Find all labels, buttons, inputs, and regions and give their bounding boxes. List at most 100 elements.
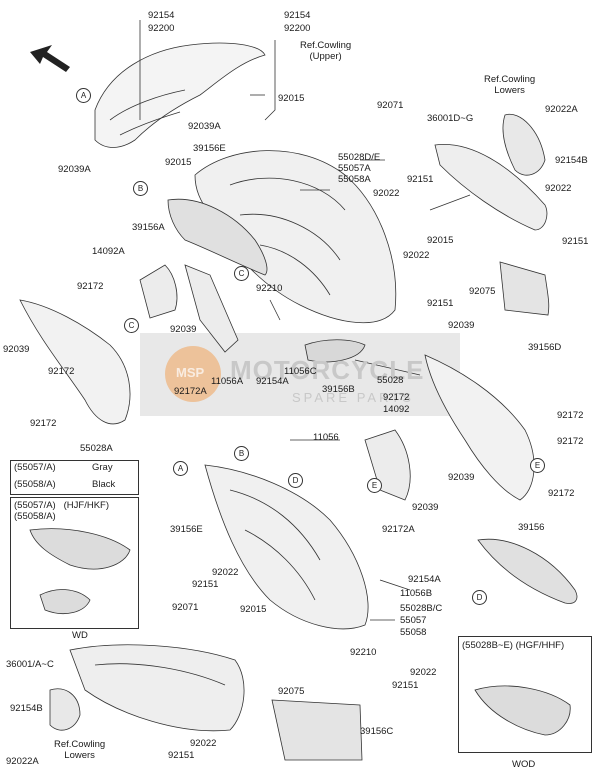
part-11056a: 11056A xyxy=(211,376,244,387)
part-39156e-a: 39156E xyxy=(193,143,226,154)
part-39156: 39156 xyxy=(518,522,545,533)
callout-b-top: B xyxy=(133,181,148,196)
callout-d-bot: D xyxy=(472,590,487,605)
callout-c-right: C xyxy=(234,266,249,281)
watermark-main: MOTORCYCLE xyxy=(230,355,425,385)
color-legend-box xyxy=(10,460,139,495)
part-14092a: 14092A xyxy=(92,246,125,257)
sheet-39156a-shape xyxy=(167,198,268,276)
part-55028bc: 55028B/C xyxy=(400,603,443,614)
variant-box xyxy=(10,497,139,629)
part-92154b-bot: 92154B xyxy=(10,703,43,714)
part-92154-top-a: 92154 xyxy=(148,10,175,21)
part-92172-a: 92172 xyxy=(77,281,104,292)
part-92022-b: 92022 xyxy=(545,183,572,194)
part-92151-e: 92151 xyxy=(392,680,419,691)
part-92022-e: 92022 xyxy=(410,667,437,678)
sheet-39156-shape xyxy=(477,538,578,604)
part-92154-top-b: 92154 xyxy=(284,10,311,21)
legend-row1-code: (55057/A) xyxy=(14,462,56,473)
part-11056b: 11056B xyxy=(400,588,433,599)
callout-c-left: C xyxy=(124,318,139,333)
lower-fairing-shape xyxy=(204,464,369,630)
part-55028: 55028 xyxy=(377,375,404,386)
lower-cowling-ref-bot-shape xyxy=(49,688,81,731)
callout-a-top: A xyxy=(76,88,91,103)
part-92200-top-a: 92200 xyxy=(148,23,175,34)
part-92200-top-b: 92200 xyxy=(284,23,311,34)
part-55058: 55058 xyxy=(400,627,427,638)
part-92075-a: 92075 xyxy=(469,286,496,297)
part-92151-f: 92151 xyxy=(168,750,195,761)
part-92039-d: 92039 xyxy=(448,472,475,483)
part-92172-c: 92172 xyxy=(383,392,410,403)
part-92039-e: 92039 xyxy=(412,502,439,513)
part-92172-b: 92172 xyxy=(48,366,75,377)
part-39156d: 39156D xyxy=(528,342,562,353)
watermark-logo: MSP xyxy=(176,365,205,380)
part-55058a: 55058A xyxy=(338,174,371,185)
callout-e-mid: E xyxy=(367,478,382,493)
variant-title: (55057/A) (HJF/HKF) (55058/A) xyxy=(14,500,110,522)
part-92071-a: 92071 xyxy=(377,100,404,111)
part-39156b: 39156B xyxy=(322,384,355,395)
variant-wd-shape xyxy=(29,528,131,570)
inset-box xyxy=(458,636,592,753)
part-92210-b: 92210 xyxy=(350,647,377,658)
part-39156c: 39156C xyxy=(360,726,394,737)
part-36001ac: 36001/A~C xyxy=(6,659,54,670)
side-cover-55028a-shape xyxy=(19,299,131,425)
part-11056c: 11056C xyxy=(284,366,317,377)
part-92172-d: 92172 xyxy=(557,410,584,421)
upper-cowling-shape xyxy=(94,42,266,148)
part-92154b-top: 92154B xyxy=(555,155,588,166)
variant-caption: WD xyxy=(72,630,88,641)
part-92015-d: 92015 xyxy=(240,604,267,615)
part-92151-c: 92151 xyxy=(427,298,454,309)
part-92154a-a: 92154A xyxy=(256,376,289,387)
part-92015-a: 92015 xyxy=(278,93,305,104)
part-55028a: 55028A xyxy=(80,443,113,454)
bracket-11056a-shape xyxy=(184,264,239,353)
part-92154a-b: 92154A xyxy=(408,574,441,585)
lower-panel-right-shape xyxy=(434,143,548,231)
part-92151-b: 92151 xyxy=(562,236,589,247)
lower-panel-left-shape xyxy=(69,644,245,732)
part-92075-b: 92075 xyxy=(278,686,305,697)
part-55057a: 55057A xyxy=(338,163,371,174)
part-92172a-b: 92172A xyxy=(382,524,415,535)
part-92039a-a: 92039A xyxy=(188,121,221,132)
watermark-logo-icon xyxy=(165,346,221,402)
part-39156a: 39156A xyxy=(132,222,165,233)
sheet-39156c-shape xyxy=(271,699,363,761)
part-92022a-bot: 92022A xyxy=(6,756,39,767)
sheet-39156b-shape xyxy=(304,339,366,363)
bracket-14092-shape xyxy=(364,429,411,501)
part-92022-d: 92022 xyxy=(212,567,239,578)
watermark-sub: SPARE PARTS xyxy=(292,390,414,405)
part-14092: 14092 xyxy=(383,404,410,415)
side-cover-55028-shape xyxy=(424,354,535,501)
front-direction-arrow-icon xyxy=(30,45,70,72)
part-55057: 55057 xyxy=(400,615,427,626)
callout-a-mid: A xyxy=(173,461,188,476)
part-92022-c: 92022 xyxy=(403,250,430,261)
ref-cowling-lowers-top: Ref.Cowling Lowers xyxy=(484,74,536,96)
callout-d-mid: D xyxy=(288,473,303,488)
legend-row2-code: (55058/A) xyxy=(14,479,56,490)
part-92022-a: 92022 xyxy=(373,188,400,199)
part-92151-a: 92151 xyxy=(407,174,434,185)
legend-row2-color: Black xyxy=(92,479,116,490)
part-92172-e: 92172 xyxy=(30,418,57,429)
part-92015-b: 92015 xyxy=(165,157,192,168)
legend-row1-color: Gray xyxy=(92,462,113,473)
inset-caption: WOD xyxy=(512,759,536,770)
part-92039a-b: 92039A xyxy=(58,164,91,175)
part-92172a-a: 92172A xyxy=(174,386,207,397)
part-92022-f: 92022 xyxy=(190,738,217,749)
lower-cowling-ref-shape xyxy=(502,113,546,176)
part-92039-c: 92039 xyxy=(448,320,475,331)
sheet-39156d-shape xyxy=(499,261,550,316)
